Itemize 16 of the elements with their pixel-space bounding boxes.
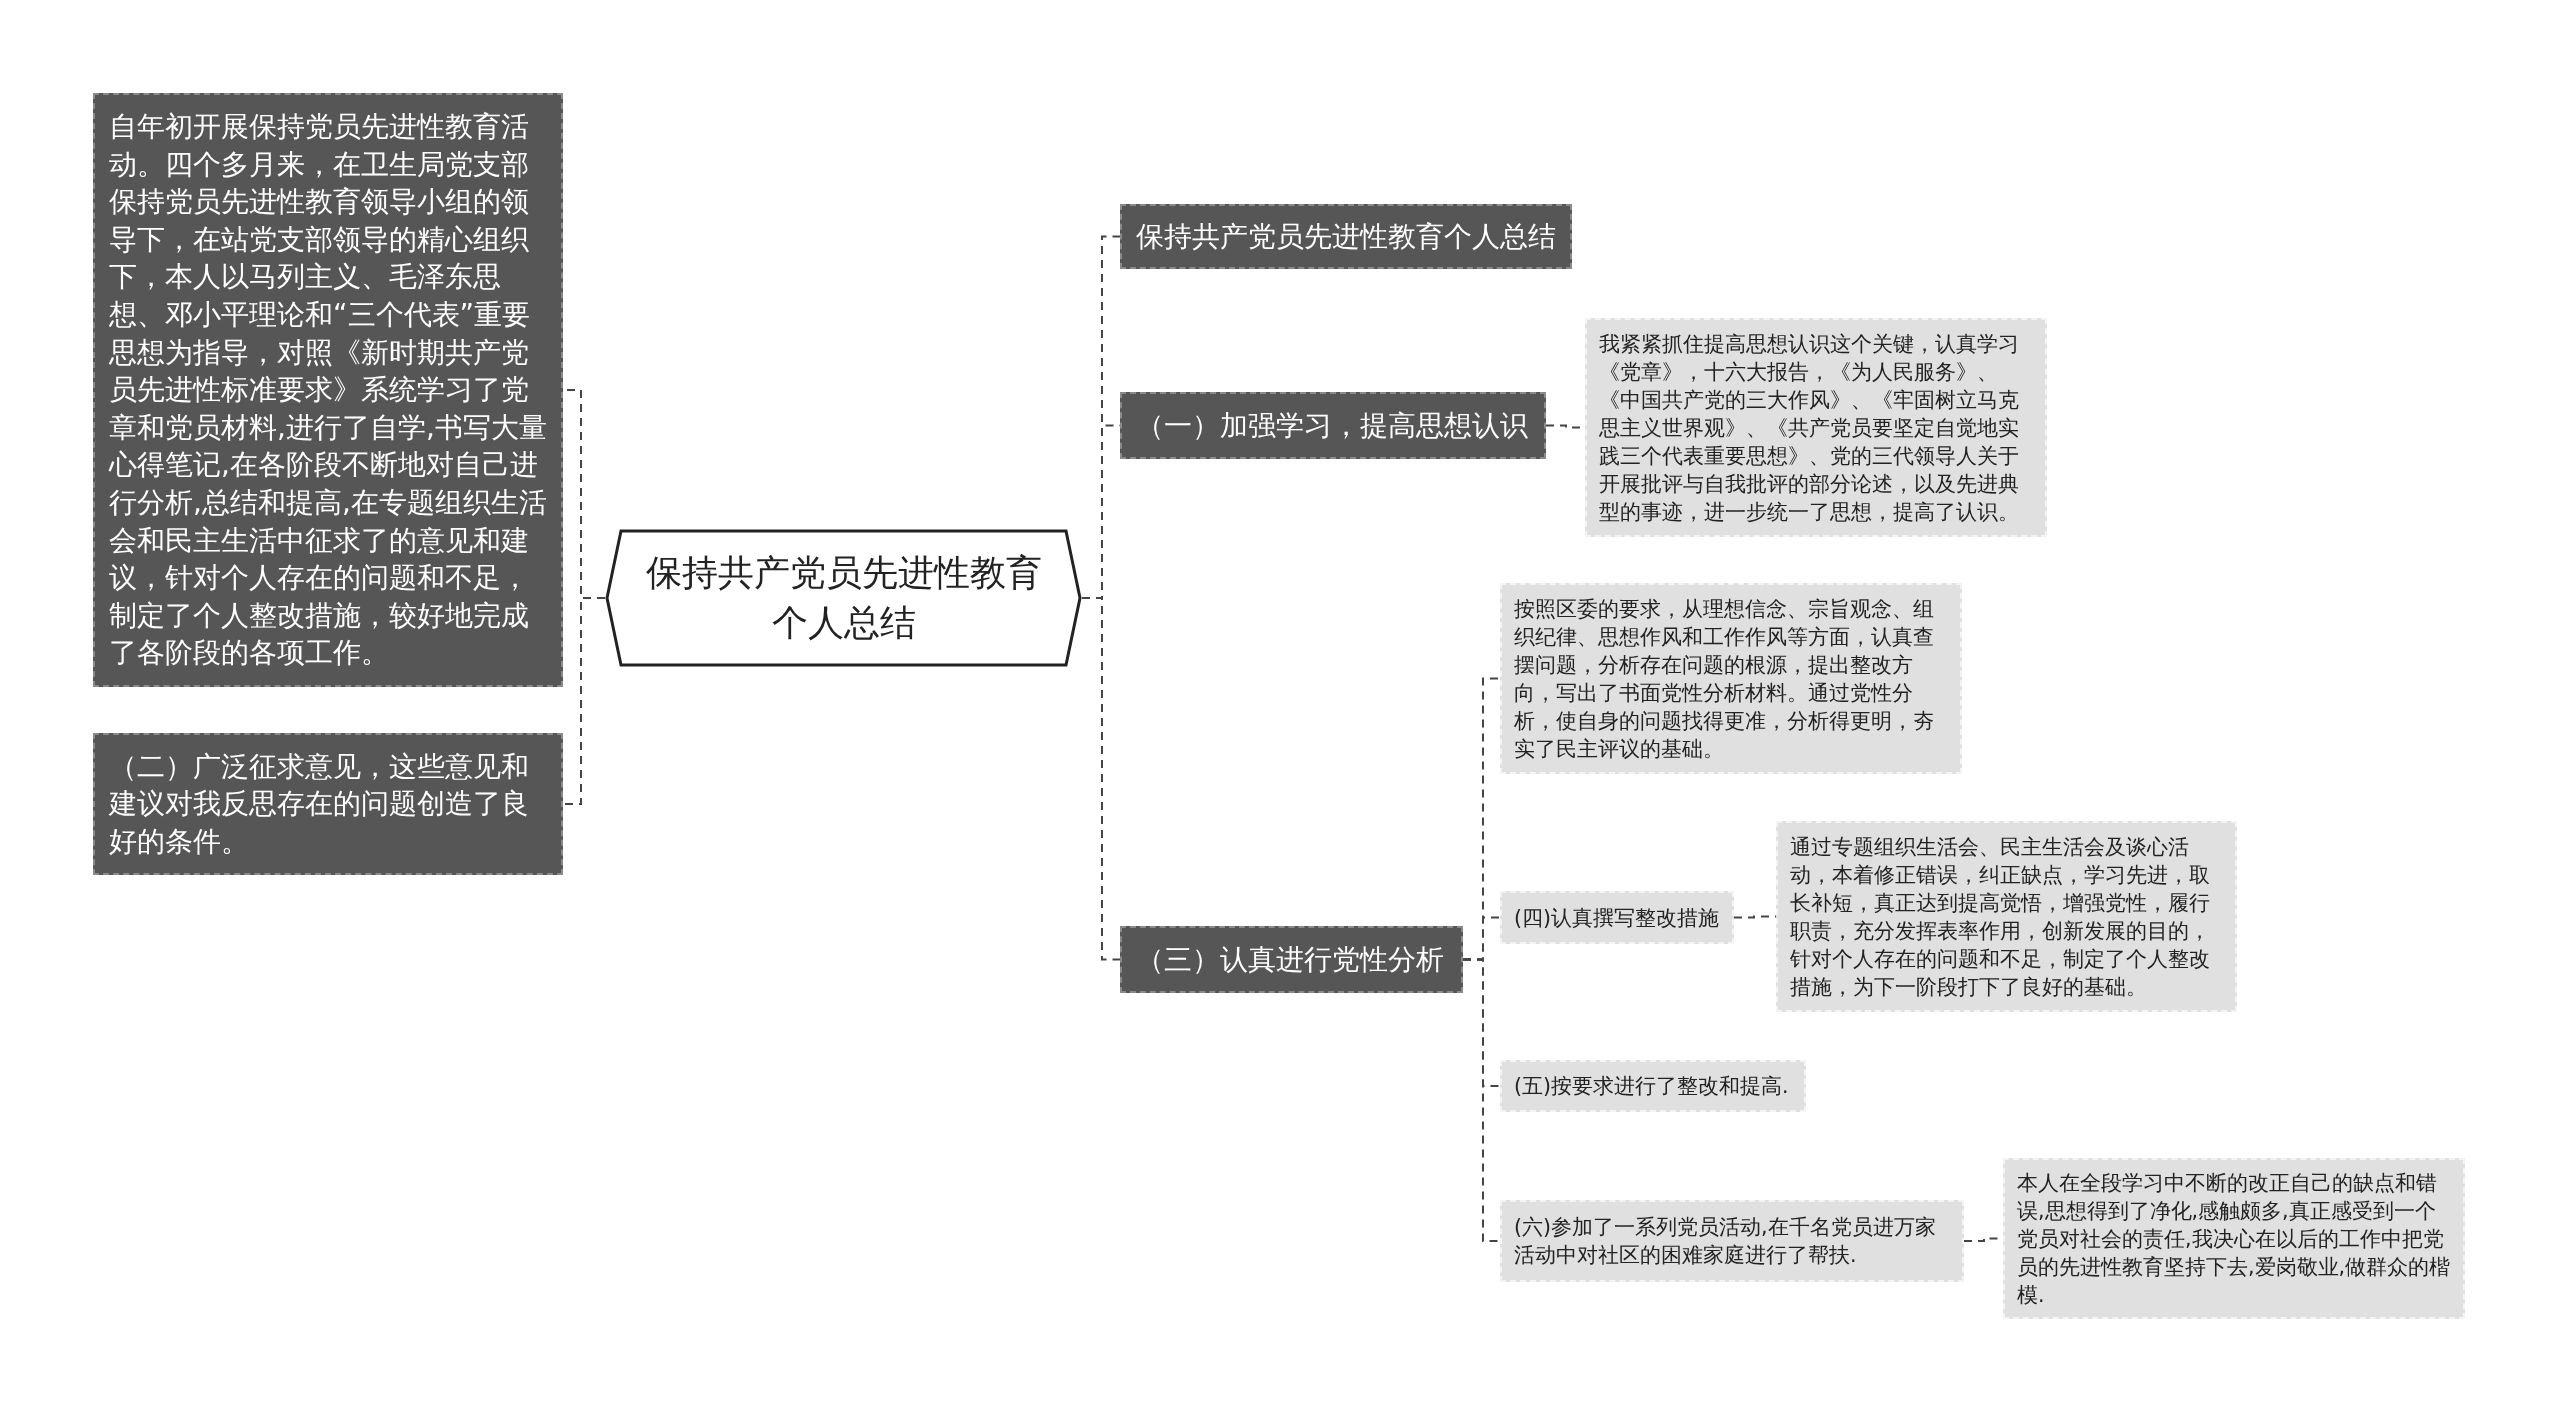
note-box: (四)认真撰写整改措施: [1500, 891, 1734, 944]
topic-hexagon: 保持共产党员先进性教育个人总结: [605, 528, 1082, 668]
note-box: 通过专题组织生活会、民主生活会及谈心活动，本着修正错误，纠正缺点，学习先进，取长补短，真正达到提高觉悟，增强党性，履行职责，充分发挥表率作用，创新发展的目的，针对个人存在的问题和不足，制定了个人整改措施，为下一阶段打下了良好的基础。: [1776, 821, 2237, 1012]
topic-box: 保持共产党员先进性教育个人总结: [1120, 204, 1572, 269]
topic-box: 自年初开展保持党员先进性教育活动。四个多月来，在卫生局党支部保持党员先进性教育领导小组的领导下，在站党支部领导的精心组织下，本人以马列主义、毛泽东思想、邓小平理论和“三个代表”重要思想为指导，对照《新时期共产党员先进性标准要求》系统学习了党章和党员材料,进行了自学,书写大量心得笔记,在各阶段不断地对自己进行分析,总结和提高,在专题组织生活会和民主生活中征求了的意见和建议，针对个人存在的问题和不足，制定了个人整改措施，较好地完成了各阶段的各项工作。: [93, 93, 563, 687]
topic-box: （一）加强学习，提高思想认识: [1120, 392, 1546, 459]
note-box: 本人在全段学习中不断的改正自己的缺点和错误,思想得到了净化,感触颇多,真正感受到一个党员对社会的责任,我决心在以后的工作中把党员的先进性教育坚持下去,爱岗敬业,做群众的楷模.: [2003, 1158, 2465, 1319]
note-box: (六)参加了一系列党员活动,在千名党员进万家活动中对社区的困难家庭进行了帮扶.: [1500, 1200, 1964, 1282]
connector-line: [562, 597, 606, 805]
topic-box: （二）广泛征求意见，这些意见和建议对我反思存在的问题创造了良好的条件。: [93, 733, 563, 875]
connector-line: [1462, 958, 1501, 1242]
connector-line: [1733, 915, 1777, 919]
note-box: (五)按要求进行了整改和提高.: [1500, 1060, 1806, 1112]
topic-box: （三）认真进行党性分析: [1120, 926, 1463, 993]
note-box: 我紧紧抓住提高思想认识这个关键，认真学习《党章》，十六大报告，《为人民服务》、《中国共产党的三大作风》、《牢固树立马克思主义世界观》、《共产党员要坚定自觉地实践三个代表重要思想》、党的三代领导人关于开展批评与自我批评的部分论述，以及先进典型的事迹，进一步统一了思想，提高了认识。: [1585, 318, 2047, 537]
note-box: 按照区委的要求，从理想信念、宗旨观念、组织纪律、思想作风和工作作风等方面，认真查摆问题，分析存在问题的根源，提出整改方向，写出了书面党性分析材料。通过党性分析，使自身的问题找得更准，分析得更明，夯实了民主评议的基础。: [1500, 583, 1962, 774]
